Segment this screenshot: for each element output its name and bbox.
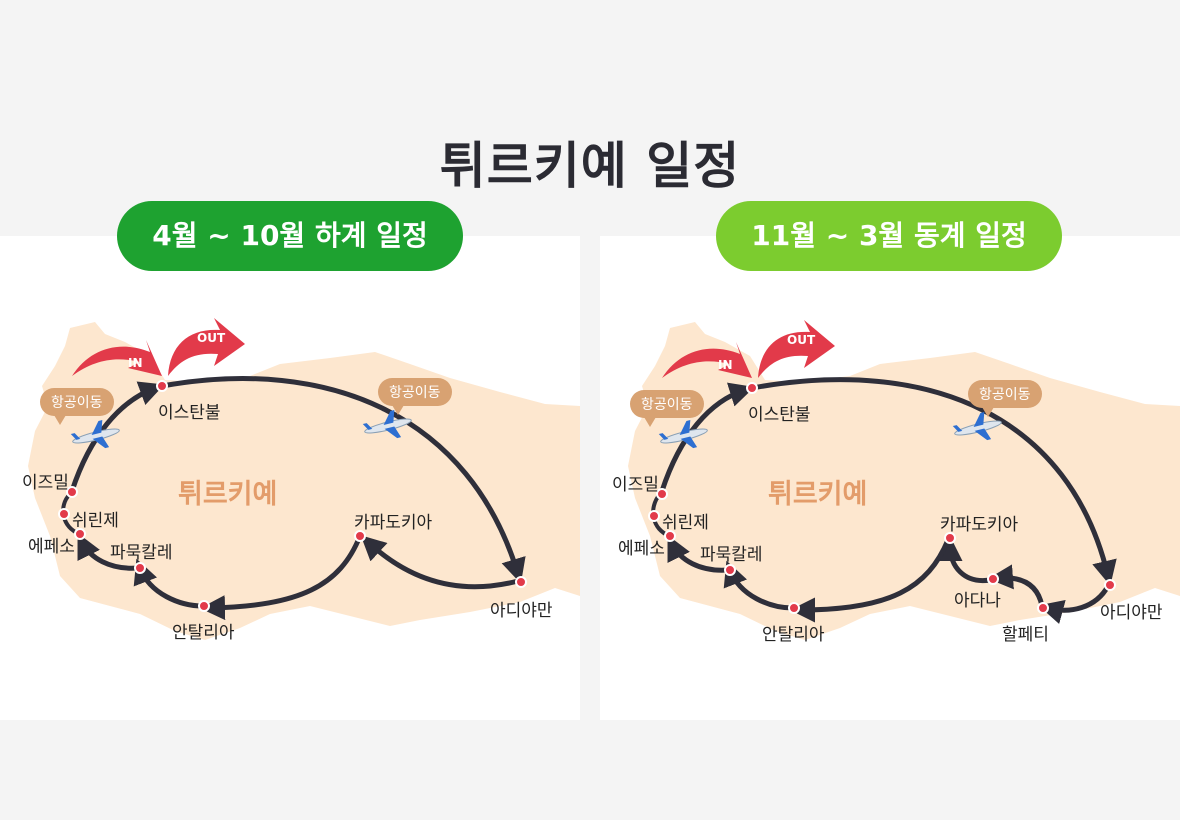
city-halfeti: 할페티 <box>1002 625 1049 645</box>
city-izmir: 이즈밀 <box>22 473 69 493</box>
city-istanbul: 이스탄불 <box>748 405 811 425</box>
city-marker-icon <box>58 380 527 612</box>
route-cappadocia-antalya <box>200 535 363 621</box>
summer-map-panel: 튀르키예 항공이동 항공이동 IN OUT 이스탄불 이즈밀 쉬린제 에페소 파… <box>0 236 580 720</box>
city-adiyaman: 아디야만 <box>1100 603 1163 623</box>
route-istanbul-adiyaman <box>161 376 526 584</box>
in-label: IN <box>128 356 143 370</box>
route-izmir-istanbul <box>69 381 165 492</box>
city-pamukkale: 파묵칼레 <box>700 545 763 565</box>
city-sirince: 쉬린제 <box>662 513 709 533</box>
flight-transfer-bubble: 항공이동 <box>968 380 1042 417</box>
airplane-icon <box>362 409 412 439</box>
city-antalya: 안탈리아 <box>172 623 235 643</box>
flight-transfer-bubble: 항공이동 <box>40 388 114 425</box>
out-label: OUT <box>787 333 816 347</box>
city-ephesus: 에페소 <box>618 539 665 559</box>
out-arrow-icon <box>758 320 835 378</box>
city-istanbul: 이스탄불 <box>158 403 221 423</box>
winter-schedule-label: 11월 ~ 3월 동계 일정 <box>716 201 1062 271</box>
city-adana: 아다나 <box>954 591 1001 611</box>
route-adiyaman-halfeti <box>1038 584 1111 625</box>
city-cappadocia: 카파도키아 <box>940 515 1019 535</box>
route-adiyaman-cappadocia <box>360 535 519 590</box>
winter-map-panel: 튀르키예 항공이동 항공이동 IN OUT 이스탄불 이즈밀 쉬린제 에페소 파… <box>600 236 1180 720</box>
route-halfeti-adana <box>988 564 1045 607</box>
route-adana-cappadocia <box>937 536 991 584</box>
out-label: OUT <box>197 331 226 345</box>
city-marker-icon <box>648 382 1116 614</box>
summer-map <box>28 318 580 640</box>
flight-transfer-bubble: 항공이동 <box>378 378 452 415</box>
out-arrow-icon <box>168 318 245 376</box>
route-pamukkale-ephesus <box>667 535 729 573</box>
airplane-icon <box>658 419 708 449</box>
turkey-landmass <box>628 322 1180 640</box>
airplane-icon <box>70 419 120 449</box>
page-title: 튀르키예 일정 <box>439 136 741 195</box>
country-label: 튀르키예 <box>178 479 278 510</box>
city-cappadocia: 카파도키아 <box>354 513 433 533</box>
city-pamukkale: 파묵칼레 <box>110 543 173 563</box>
city-sirince: 쉬린제 <box>72 511 119 531</box>
country-label: 튀르키예 <box>768 479 868 510</box>
in-arrow-icon <box>72 340 162 376</box>
city-antalya: 안탈리아 <box>762 625 825 645</box>
route-cappadocia-antalya <box>790 539 951 623</box>
in-label: IN <box>718 358 733 372</box>
route-antalya-pamukkale <box>133 558 204 609</box>
city-adiyaman: 아디야만 <box>490 601 553 621</box>
city-ephesus: 에페소 <box>28 537 75 557</box>
airplane-icon <box>952 411 1002 441</box>
city-izmir: 이즈밀 <box>612 475 659 495</box>
flight-transfer-bubble: 항공이동 <box>630 390 704 427</box>
route-antalya-pamukkale <box>723 560 794 611</box>
route-izmir-istanbul <box>659 382 755 492</box>
route-pamukkale-ephesus <box>77 533 139 571</box>
summer-schedule-label: 4월 ~ 10월 하계 일정 <box>117 201 463 271</box>
in-arrow-icon <box>662 342 752 378</box>
winter-map <box>628 320 1180 640</box>
